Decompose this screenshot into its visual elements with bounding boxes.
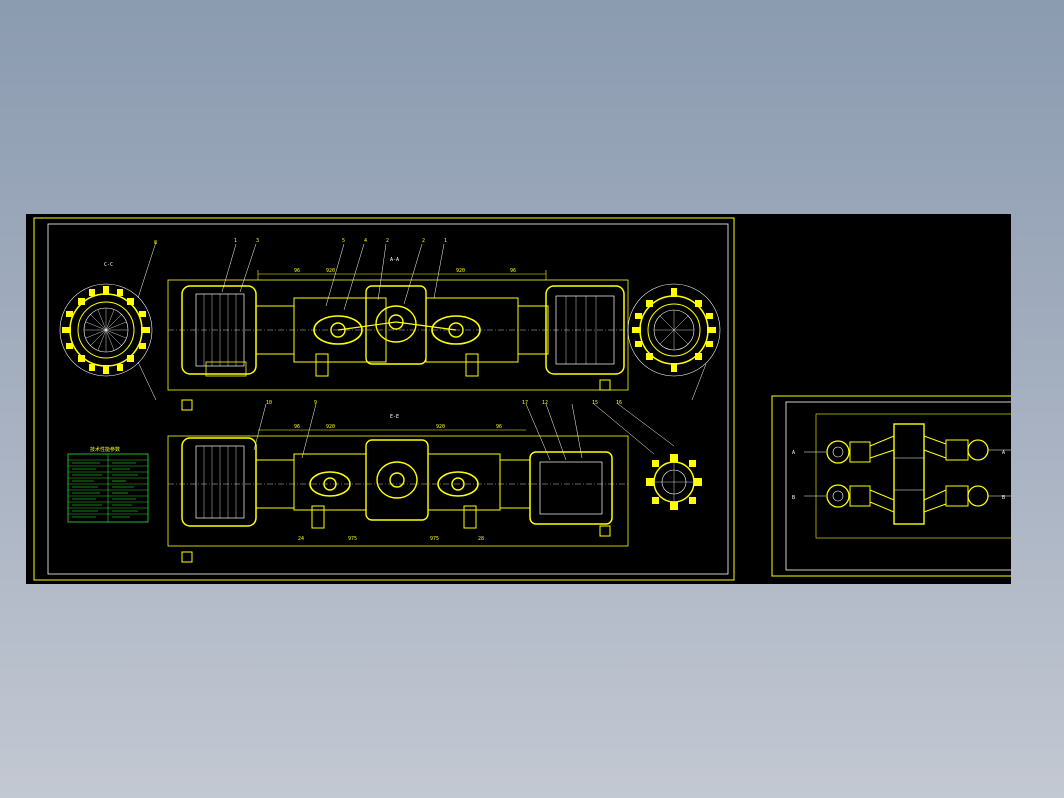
section-label-a: A-A xyxy=(390,257,399,263)
side-sheet-inner-border xyxy=(785,401,1011,571)
part-number-8: 1 xyxy=(444,238,447,244)
dim-bottom-1: 96 xyxy=(294,424,300,430)
dim-bottom-2: 920 xyxy=(326,424,335,430)
top-assembly-view xyxy=(167,270,629,411)
section-label-e: E-E xyxy=(390,414,399,420)
part-number-5: 4 xyxy=(364,238,367,244)
dim-top-3: 920 xyxy=(456,268,465,274)
leader-lines xyxy=(221,243,675,461)
part-number-11: 17 xyxy=(522,400,528,406)
side-sheet-outer-border xyxy=(771,395,1011,577)
main-sheet-inner-border xyxy=(47,223,729,575)
main-sheet-outer-border xyxy=(33,217,735,581)
dim-bottom-3: 920 xyxy=(436,424,445,430)
part-number-2: 1 xyxy=(234,238,237,244)
side-mark-left-b: B xyxy=(792,495,795,501)
part-number-14: 16 xyxy=(616,400,622,406)
section-label-c: C-C xyxy=(104,262,113,268)
part-number-9: 10 xyxy=(266,400,272,406)
dim-low-3: 975 xyxy=(430,536,439,542)
side-mark-right-b: B xyxy=(1002,495,1005,501)
right-circular-section-top xyxy=(627,283,721,401)
side-mark-right-a: A xyxy=(1002,450,1005,456)
table-title: 技术性能参数 xyxy=(90,446,120,453)
part-number-13: 15 xyxy=(592,400,598,406)
bottom-assembly-view xyxy=(167,429,629,563)
cad-drawing-sheet: C-C A-A E-E xyxy=(26,214,1011,584)
part-number-4: 5 xyxy=(342,238,345,244)
left-circular-section xyxy=(59,241,157,401)
dim-low-2: 975 xyxy=(348,536,357,542)
side-mark-left-a: A xyxy=(792,450,795,456)
part-number-3: 3 xyxy=(256,238,259,244)
dim-low-1: 24 xyxy=(298,536,304,542)
part-number-10: 9 xyxy=(314,400,317,406)
dim-top-4: 96 xyxy=(510,268,516,274)
tech-parameter-table xyxy=(67,453,149,523)
right-circular-section-bottom xyxy=(646,454,702,510)
side-view xyxy=(804,413,1011,539)
part-number-6: 2 xyxy=(386,238,389,244)
part-number-7: 2 xyxy=(422,238,425,244)
dim-top-2: 920 xyxy=(326,268,335,274)
part-number-12: 12 xyxy=(542,400,548,406)
dim-bottom-4: 96 xyxy=(496,424,502,430)
cad-drawing: C-C A-A E-E xyxy=(33,217,1011,581)
dim-low-4: 28 xyxy=(478,536,484,542)
dim-top-1: 96 xyxy=(294,268,300,274)
part-number-1: 8 xyxy=(154,240,157,246)
